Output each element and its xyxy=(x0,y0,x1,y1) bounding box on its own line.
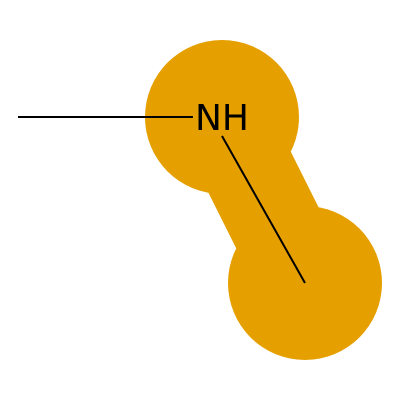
bond-n-c xyxy=(221,135,306,284)
highlight-group xyxy=(145,40,382,360)
atom-label-nh: NH xyxy=(195,98,249,139)
bond-group xyxy=(18,116,306,284)
highlighted-atom-n xyxy=(145,40,299,194)
